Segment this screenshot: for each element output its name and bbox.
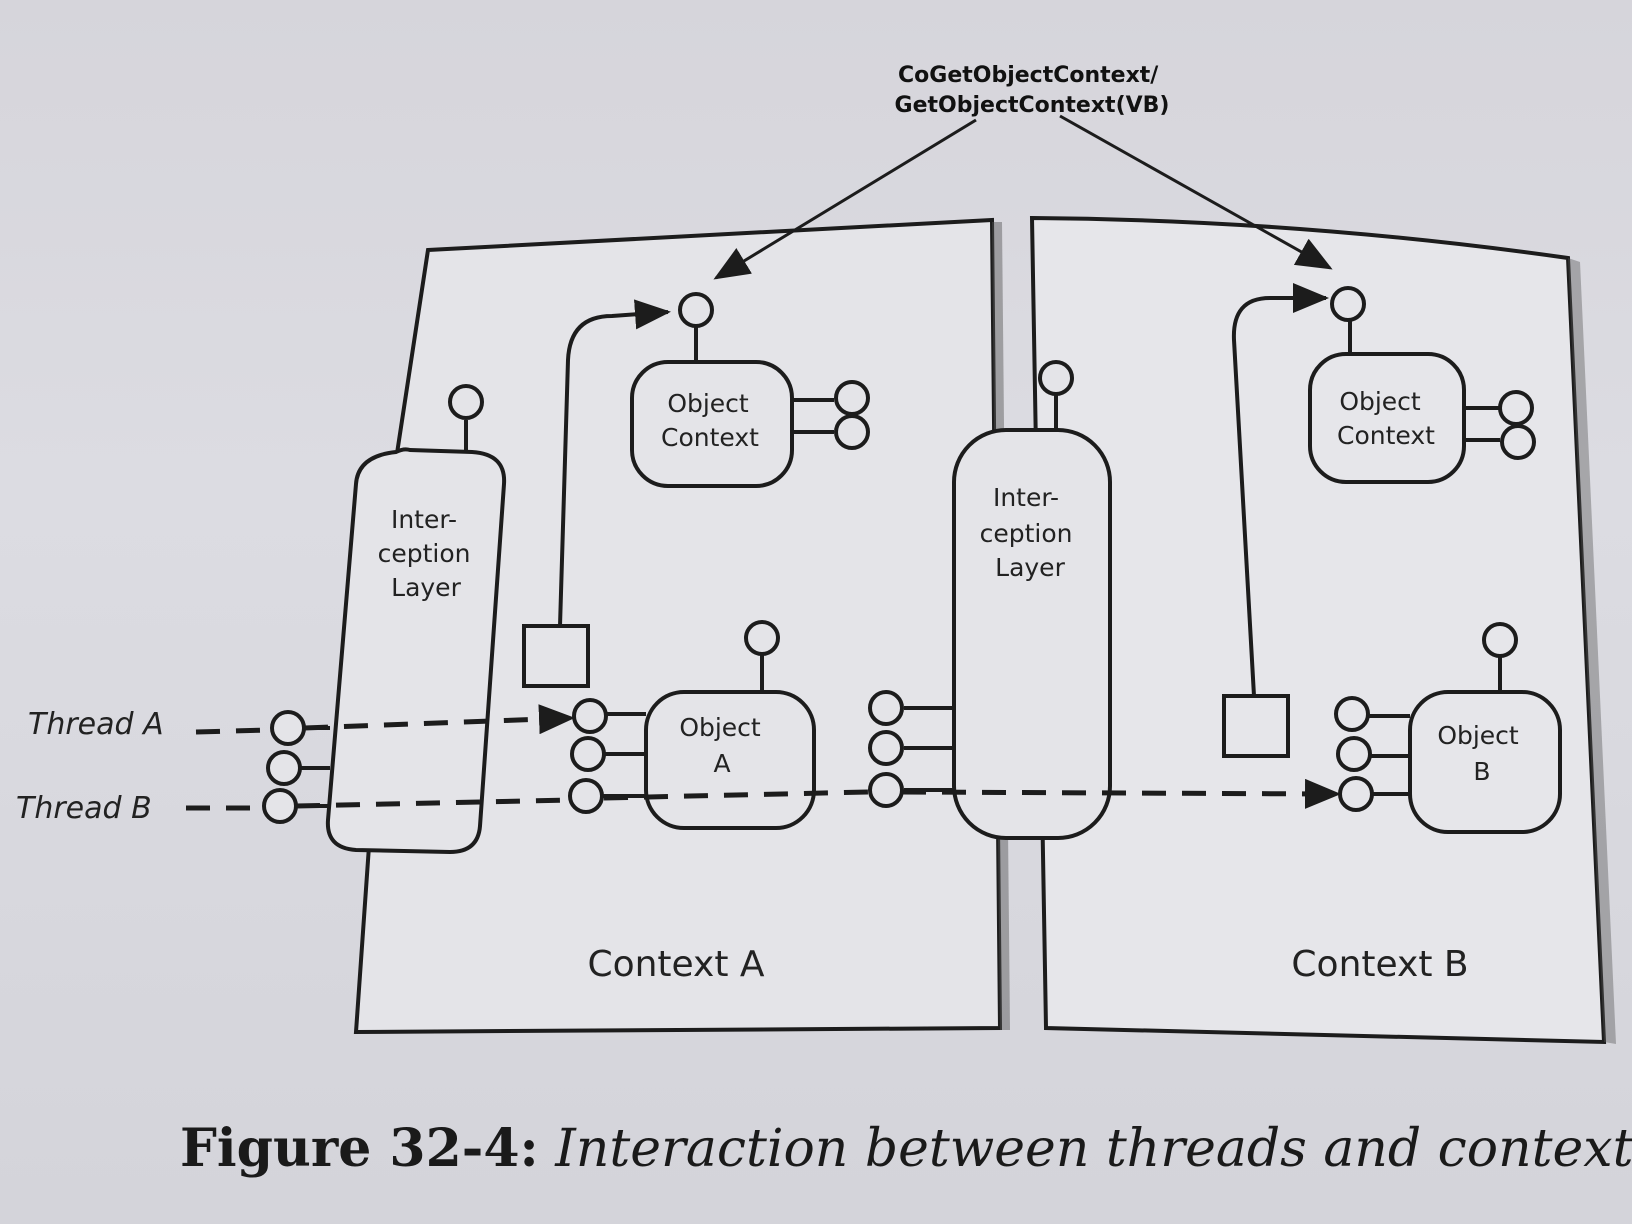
object-context-b: Object Context bbox=[1308, 286, 1536, 484]
context-b-reference-box bbox=[1222, 694, 1290, 758]
object-a-top-interface bbox=[744, 620, 780, 656]
context-b-panel bbox=[1029, 215, 1616, 1045]
figure-caption-text: Interaction between threads and contexts… bbox=[555, 1119, 1632, 1179]
api-arrow-to-context-a bbox=[713, 118, 977, 280]
interception-layer-a-label: Inter- ception Layer bbox=[378, 505, 479, 602]
api-label: CoGetObjectContext/ GetObjectContext(VB) bbox=[895, 63, 1170, 118]
interception-layer-b-label: Inter- ception Layer bbox=[980, 483, 1081, 582]
thread-a-label: Thread A bbox=[28, 707, 164, 742]
object-context-a-top-interface bbox=[678, 292, 714, 328]
object-context-b-label: Object Context bbox=[1337, 387, 1435, 450]
object-context-a: Object Context bbox=[630, 292, 870, 488]
interception-layer-b-interface bbox=[1038, 360, 1074, 396]
context-b-label: Context B bbox=[1291, 944, 1468, 985]
context-b-reference-arrow bbox=[1231, 283, 1329, 697]
object-b-top-interface bbox=[1482, 622, 1518, 658]
figure-number: Figure 32-4: bbox=[180, 1118, 539, 1179]
context-a-reference bbox=[522, 299, 671, 688]
interception-layer-a-interface bbox=[448, 384, 484, 420]
context-a-reference-arrow bbox=[558, 299, 671, 627]
interception-layer-b: Inter- ception Layer bbox=[868, 360, 1112, 840]
thread-a-path bbox=[195, 704, 575, 735]
context-a-reference-box bbox=[522, 624, 590, 688]
object-b-label: Object B bbox=[1437, 721, 1526, 786]
object-context-b-top-interface bbox=[1330, 286, 1366, 322]
context-a-label: Context A bbox=[587, 944, 764, 985]
thread-b-label: Thread B bbox=[16, 791, 152, 826]
context-b-reference bbox=[1222, 283, 1329, 758]
object-context-a-label: Object Context bbox=[661, 389, 759, 452]
object-b: Object B bbox=[1334, 622, 1562, 834]
object-a-label: Object A bbox=[679, 713, 768, 778]
figure-caption: Figure 32-4: Interaction between threads… bbox=[180, 1118, 1632, 1179]
api-arrow-to-context-b bbox=[1059, 114, 1333, 270]
interception-layer-a: Inter- ception Layer bbox=[325, 384, 507, 855]
thread-b-path bbox=[186, 778, 1341, 811]
